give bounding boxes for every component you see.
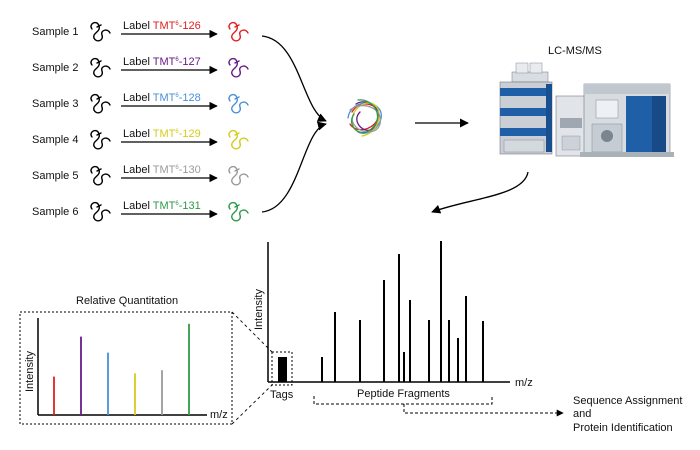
fragments-label: Peptide Fragments	[357, 388, 450, 400]
sample-name: Sample 4	[32, 134, 78, 146]
sample-row: Sample 6 Label TMT6-131	[32, 200, 249, 222]
spectrum-y-label: Intensity	[253, 289, 265, 330]
lc-ms-instrument-icon	[499, 62, 674, 157]
sample-row: Sample 2 Label TMT6-127	[32, 56, 249, 78]
sample-name: Sample 5	[32, 170, 78, 182]
quant-title: Relative Quantitation	[76, 295, 178, 307]
quant-x-label: m/z	[210, 409, 228, 421]
reporter-tag-peak	[278, 357, 287, 382]
arrow-to-spectrum	[431, 171, 529, 214]
peptide-labeled-icon	[228, 201, 249, 222]
label-text: Label TMT6-130	[123, 164, 201, 176]
sample-row: Sample 5 Label TMT6-130	[32, 164, 249, 186]
tags-label: Tags	[270, 389, 294, 401]
zoom-connectors	[231, 311, 273, 425]
sample-name: Sample 2	[32, 62, 78, 74]
outcome-line-1: Sequence Assignment	[573, 395, 682, 407]
label-text: Label TMT6-128	[123, 92, 201, 104]
fragment-peaks	[321, 241, 484, 382]
peptide-unlabeled-icon	[90, 57, 111, 78]
peptide-labeled-icon	[228, 165, 249, 186]
peptide-unlabeled-icon	[90, 93, 111, 114]
quant-panel: Intensity m/z	[19, 311, 233, 425]
sample-row: Sample 3 Label TMT6-128	[32, 92, 249, 114]
instrument-title: LC-MS/MS	[548, 45, 602, 57]
sample-name: Sample 3	[32, 98, 78, 110]
mixed-peptides-icon	[347, 99, 382, 137]
peptide-labeled-icon	[228, 57, 249, 78]
peptide-unlabeled-icon	[90, 129, 111, 150]
label-text: Label TMT6-131	[123, 200, 201, 212]
tags-box	[271, 351, 293, 386]
sample-row: Sample 1 Label TMT6-126	[32, 20, 249, 42]
quant-bars	[53, 323, 190, 415]
sample-name: Sample 6	[32, 206, 78, 218]
label-text: Label TMT6-129	[123, 128, 201, 140]
peptide-unlabeled-icon	[90, 165, 111, 186]
sample-name: Sample 1	[32, 26, 78, 38]
outcome-line-2: and	[573, 408, 591, 420]
ms-spectrum: Intensity m/z Tags Peptide Fragments	[253, 241, 533, 405]
peptide-unlabeled-icon	[90, 21, 111, 42]
peptide-labeled-icon	[228, 93, 249, 114]
peptide-labeled-icon	[228, 21, 249, 42]
merge-arrows	[261, 35, 327, 213]
outcome-line-3: Protein Identification	[573, 422, 673, 434]
arrow-to-outcome	[403, 404, 564, 417]
spectrum-x-label: m/z	[515, 377, 533, 389]
peptide-labeled-icon	[228, 129, 249, 150]
sample-row: Sample 4 Label TMT6-129	[32, 128, 249, 150]
label-text: Label TMT6-127	[123, 56, 201, 68]
peptide-unlabeled-icon	[90, 201, 111, 222]
quant-frame	[19, 311, 233, 425]
quant-y-label: Intensity	[24, 351, 36, 392]
fragments-bracket	[313, 396, 493, 405]
label-text: Label TMT6-126	[123, 20, 201, 32]
